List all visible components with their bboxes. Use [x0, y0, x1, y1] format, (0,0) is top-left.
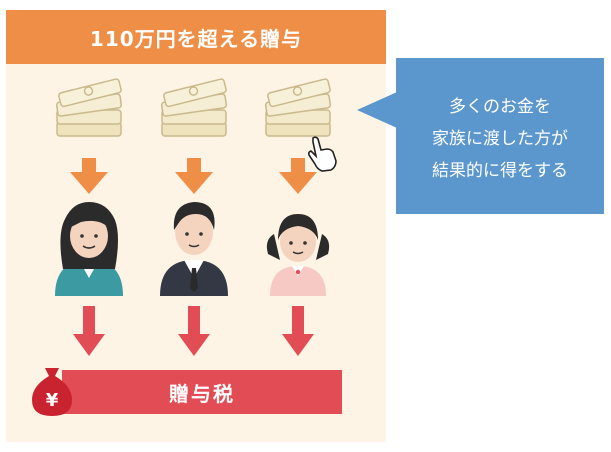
callout-line-2: 家族に渡した方が: [432, 129, 568, 149]
recipient-column-3: [238, 64, 358, 364]
panel-header: 110万円を超える贈与: [6, 10, 386, 64]
woman-icon: [55, 202, 123, 296]
arrow-down-red-icon: [73, 306, 105, 356]
arrow-down-icon: [279, 158, 317, 194]
arrow-down-icon: [70, 158, 108, 194]
callout-pointer: [357, 92, 397, 128]
money-stack-icon: [55, 78, 123, 137]
callout-line-1: 多くのお金を: [449, 97, 551, 117]
yen-money-bag-icon: ¥: [28, 360, 76, 424]
arrow-down-red-icon: [178, 306, 210, 356]
callout-box: 多くのお金を 家族に渡した方が 結果的に得をする: [396, 58, 604, 214]
girl-icon: [266, 214, 330, 296]
money-stack-icon: [160, 78, 228, 137]
yen-symbol: ¥: [46, 390, 59, 411]
gift-tax-bar: 贈与税: [62, 370, 342, 414]
recipient-column-2: [134, 64, 254, 364]
recipient-column-1: [29, 64, 149, 364]
callout-line-3: 結果的に得をする: [432, 161, 568, 181]
money-stack-icon: [264, 78, 332, 137]
pointer-hand-icon: [305, 134, 345, 178]
man-icon: [160, 202, 228, 296]
arrow-down-red-icon: [282, 306, 314, 356]
arrow-down-icon: [175, 158, 213, 194]
